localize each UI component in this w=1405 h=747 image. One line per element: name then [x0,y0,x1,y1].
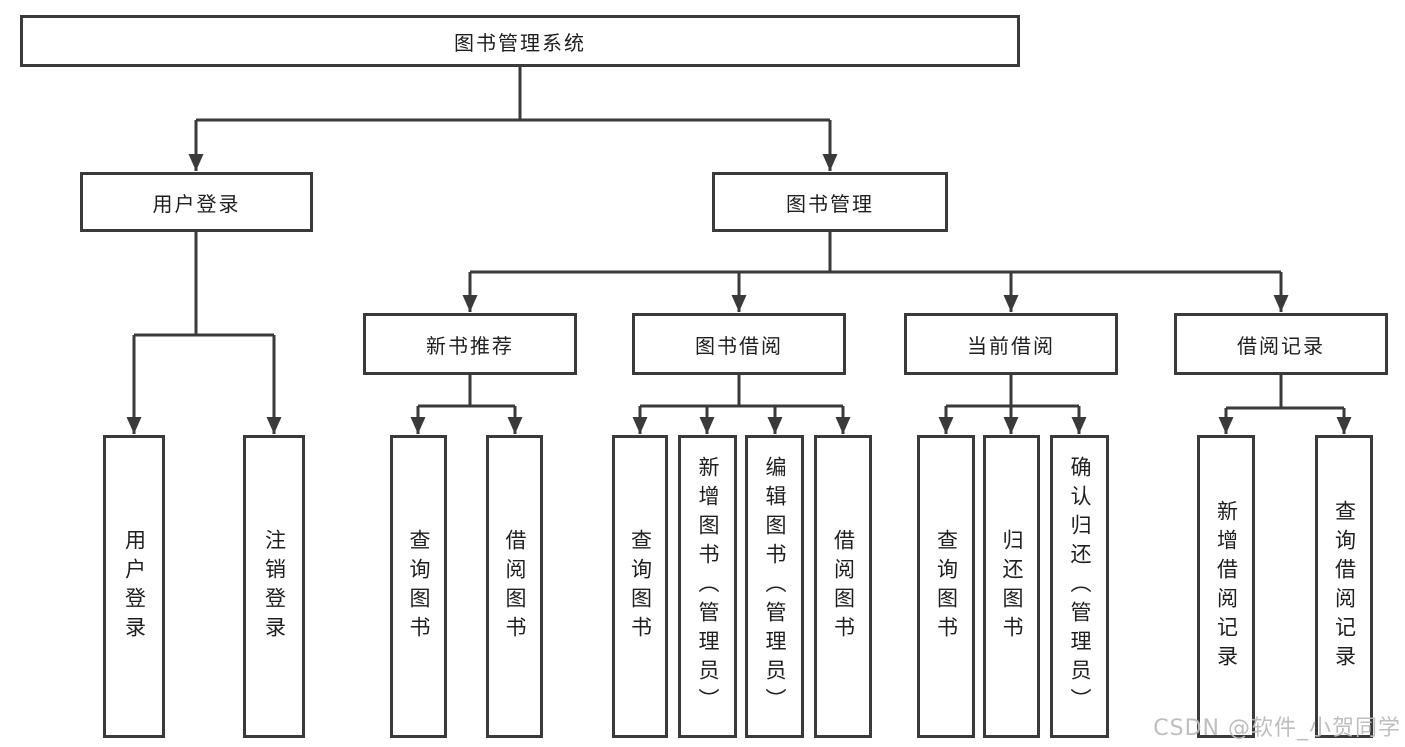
leaf-label: 查询图书 [407,528,431,645]
node-borrow-records: 借阅记录 [1174,313,1388,375]
leaf-bb-add-books-admin: 新增图书（管理员） [678,435,737,738]
connector-book-management-trunk [470,232,1281,274]
csdn-watermark: CSDN @软件_小贺同学 [1153,716,1401,741]
connector-root-trunk [196,67,830,122]
leaf-label: 注销登录 [262,528,287,645]
leaf-cb-query-books: 查询图书 [917,435,975,738]
node-label: 新书推荐 [426,333,514,358]
node-book-management: 图书管理 [712,172,948,232]
leaf-nb-borrow-books: 借阅图书 [486,435,543,738]
node-book-borrow: 图书借阅 [632,313,846,375]
leaf-label: 借阅图书 [503,528,527,645]
leaf-label: 用户登录 [122,528,147,645]
leaf-bb-edit-books-admin: 编辑图书（管理员） [745,435,804,738]
leaf-label: 借阅图书 [831,528,856,645]
node-new-book-recommend: 新书推荐 [363,313,577,375]
leaf-label: 新增图书（管理员） [696,456,720,717]
connector-current-borrow-trunk [946,375,1079,408]
leaf-label: 归还图书 [1000,528,1024,645]
node-current-borrow: 当前借阅 [904,313,1118,375]
connector-user-login-trunk [134,232,274,337]
leaf-bb-query-books: 查询图书 [612,435,668,738]
node-label: 用户登录 [152,191,241,216]
leaf-br-query-record: 查询借阅记录 [1315,435,1373,738]
leaf-cb-return-books: 归还图书 [983,435,1040,738]
node-label: 图书管理 [786,191,874,216]
leaf-bb-borrow-books: 借阅图书 [814,435,872,738]
leaf-label: 查询借阅记录 [1332,499,1357,674]
leaf-label: 编辑图书（管理员） [763,456,787,717]
node-label: 图书借阅 [695,333,783,358]
leaf-label: 确认归还（管理员） [1068,456,1092,717]
node-library-management-system: 图书管理系统 [20,15,1020,67]
node-label: 借阅记录 [1237,333,1325,358]
node-user-login: 用户登录 [80,172,313,232]
leaf-label: 新增借阅记录 [1214,499,1239,674]
leaf-cb-confirm-return-admin: 确认归还（管理员） [1050,435,1109,738]
leaf-label: 查询图书 [628,528,653,645]
connector-new-book-trunk [418,375,515,408]
leaf-br-add-record: 新增借阅记录 [1197,435,1255,738]
leaf-label: 查询图书 [934,528,959,645]
leaf-nb-query-books: 查询图书 [390,435,447,738]
node-label: 当前借阅 [967,333,1055,358]
leaf-user-login: 用户登录 [103,435,165,738]
leaf-logout: 注销登录 [243,435,305,738]
connector-borrow-records-trunk [1226,375,1344,410]
connector-book-borrow-trunk [640,375,843,408]
node-label: 图书管理系统 [454,30,586,55]
